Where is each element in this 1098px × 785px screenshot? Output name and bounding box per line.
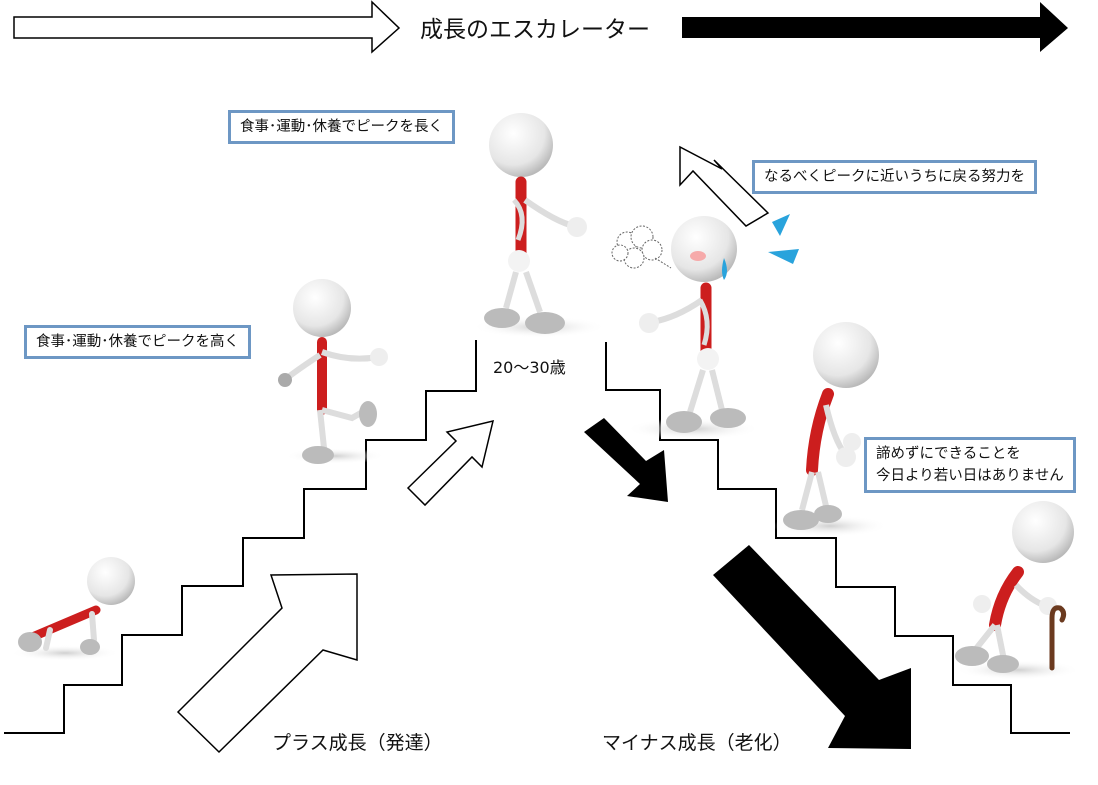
note-line: 今日より若い日はありません xyxy=(876,468,1064,484)
note-peak-high: 食事･運動･休養でピークを高く xyxy=(24,325,251,359)
adult-figure xyxy=(484,113,587,334)
baby-figure xyxy=(18,557,135,655)
worried-figure xyxy=(639,216,746,433)
minus-growth-label: マイナス成長（老化） xyxy=(602,732,792,754)
black-arrow-large-icon xyxy=(713,545,911,749)
thought-bubble-icon xyxy=(611,225,672,269)
note-dont-give-up: 諦めずにできることを 今日より若い日はありません xyxy=(864,437,1076,493)
outline-arrow-large-icon xyxy=(176,573,358,754)
alarm-mark-icon xyxy=(772,214,790,236)
elderly-figure xyxy=(955,501,1074,673)
note-return-effort: なるべくピークに近いうちに戻る努力を xyxy=(752,160,1037,194)
plus-growth-label: プラス成長（発達） xyxy=(272,732,443,754)
child-figure xyxy=(278,279,388,464)
peak-age-label: 20〜30歳 xyxy=(493,358,566,377)
title-outline-arrow-icon xyxy=(13,0,401,54)
black-arrow-small-icon xyxy=(584,418,668,502)
outline-arrow-small-icon xyxy=(406,419,495,507)
middle-aged-figure xyxy=(783,322,879,530)
cane-icon xyxy=(1049,605,1067,671)
sweat-drop-icon xyxy=(722,258,727,280)
note-peak-long: 食事･運動･休養でピークを長く xyxy=(228,110,455,144)
page-title: 成長のエスカレーター xyxy=(420,17,650,43)
outline-arrow-return-icon xyxy=(679,145,770,227)
alarm-mark-icon xyxy=(768,249,799,264)
note-line: 諦めずにできることを xyxy=(876,446,1021,462)
title-black-arrow-icon xyxy=(682,2,1068,52)
